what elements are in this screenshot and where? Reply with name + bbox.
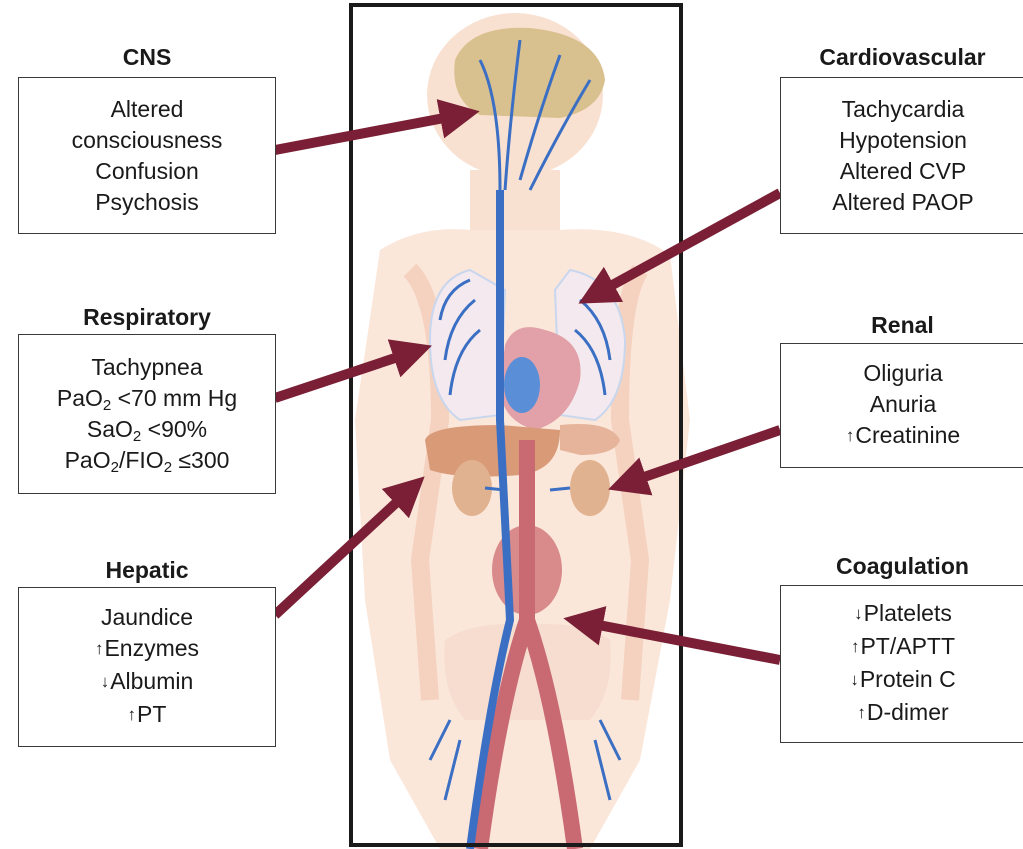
coagulation-line: ↓Platelets xyxy=(854,598,952,631)
up-arrow-icon: ↑ xyxy=(851,637,860,656)
down-arrow-icon: ↓ xyxy=(101,672,110,691)
cardiovascular-line: Altered CVP xyxy=(840,156,967,187)
coagulation-line: ↑D-dimer xyxy=(857,697,948,730)
up-arrow-icon: ↑ xyxy=(857,703,866,722)
cns-line: Confusion xyxy=(95,156,199,187)
renal-line: Oliguria xyxy=(863,358,942,389)
hepatic-line: ↑PT xyxy=(128,699,167,732)
respiratory-title: Respiratory xyxy=(18,304,276,331)
liver xyxy=(425,425,560,477)
cardiovascular-title: Cardiovascular xyxy=(780,44,1023,71)
cns-panel: Altered consciousness Confusion Psychosi… xyxy=(18,77,276,234)
hepatic-panel: Jaundice ↑Enzymes ↓Albumin ↑PT xyxy=(18,587,276,747)
cardiovascular-panel: Tachycardia Hypotension Altered CVP Alte… xyxy=(780,77,1023,234)
cardiovascular-line: Hypotension xyxy=(839,125,967,156)
cns-line: consciousness xyxy=(72,125,223,156)
hepatic-line: Jaundice xyxy=(101,602,193,633)
cardiovascular-line: Tachycardia xyxy=(842,94,965,125)
coagulation-line: ↓Protein C xyxy=(850,664,955,697)
cns-line: Psychosis xyxy=(95,187,199,218)
renal-line: Anuria xyxy=(870,389,936,420)
hepatic-title: Hepatic xyxy=(18,557,276,584)
renal-panel: Oliguria Anuria ↑Creatinine xyxy=(780,343,1023,468)
renal-line: ↑Creatinine xyxy=(846,420,960,453)
arrow-cns xyxy=(275,115,460,150)
heart-right-side xyxy=(504,357,540,413)
cns-title: CNS xyxy=(18,44,276,71)
down-arrow-icon: ↓ xyxy=(854,604,863,623)
respiratory-panel: Tachypnea PaO2 <70 mm Hg SaO2 <90% PaO2/… xyxy=(18,334,276,494)
sao2-line: SaO2 <90% xyxy=(87,414,207,445)
hepatic-line: ↓Albumin xyxy=(101,666,194,699)
hepatic-line: ↑Enzymes xyxy=(95,633,199,666)
cns-line: Altered xyxy=(111,94,184,125)
up-arrow-icon: ↑ xyxy=(128,705,137,724)
up-arrow-icon: ↑ xyxy=(95,639,104,658)
coagulation-title: Coagulation xyxy=(780,553,1023,580)
cardiovascular-line: Altered PAOP xyxy=(832,187,973,218)
up-arrow-icon: ↑ xyxy=(846,426,855,445)
down-arrow-icon: ↓ xyxy=(850,670,859,689)
pao2-line: PaO2 <70 mm Hg xyxy=(57,383,237,414)
right-kidney xyxy=(570,460,610,516)
renal-title: Renal xyxy=(780,312,1023,339)
respiratory-line: Tachypnea xyxy=(91,352,202,383)
pf-ratio-line: PaO2/FIO2 ≤300 xyxy=(65,445,230,476)
brain xyxy=(454,28,605,118)
coagulation-panel: ↓Platelets ↑PT/APTT ↓Protein C ↑D-dimer xyxy=(780,585,1023,743)
coagulation-line: ↑PT/APTT xyxy=(851,631,955,664)
